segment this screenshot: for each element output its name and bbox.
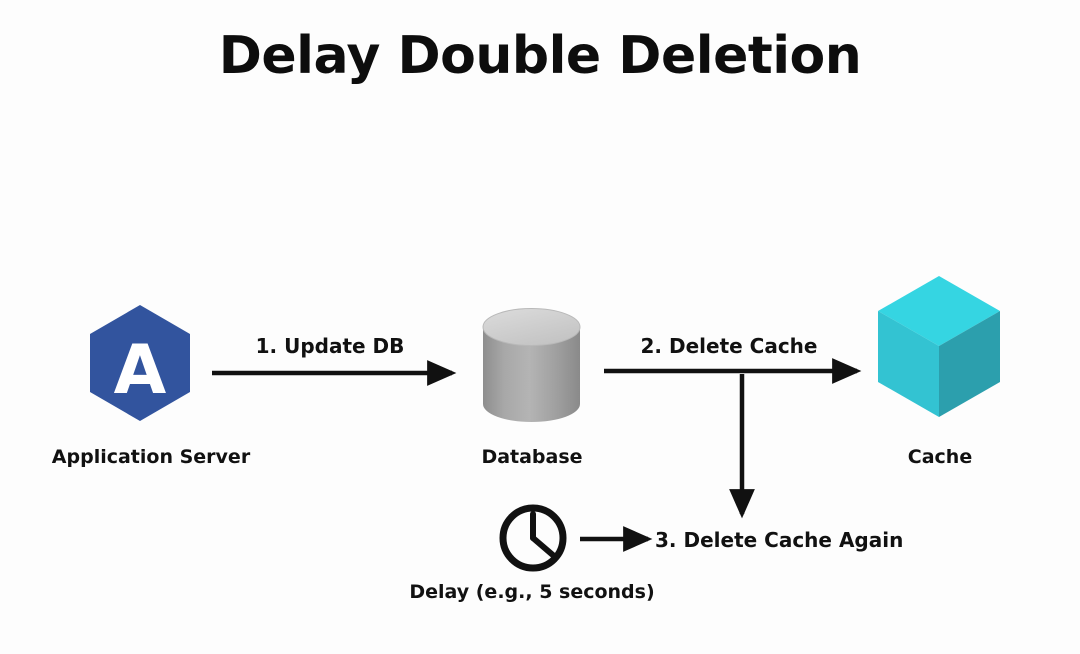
edge-label-update-db: 1. Update DB	[255, 334, 405, 358]
node-label-database: Database	[481, 446, 583, 468]
edge-label-delete-cache: 2. Delete Cache	[640, 334, 818, 358]
hexagon-a-icon: A	[90, 305, 190, 421]
node-label-cache: Cache	[907, 446, 973, 468]
page-title: Delay Double Deletion	[218, 26, 862, 86]
database-cylinder-icon	[482, 308, 581, 422]
cube-icon	[878, 276, 1000, 417]
node-label-delay: Delay (e.g., 5 seconds)	[409, 581, 655, 603]
node-label-application-server: Application Server	[51, 446, 251, 468]
edge-label-delete-cache-again: 3. Delete Cache Again	[655, 528, 904, 552]
svg-text:A: A	[114, 331, 167, 410]
clock-icon	[499, 504, 567, 572]
